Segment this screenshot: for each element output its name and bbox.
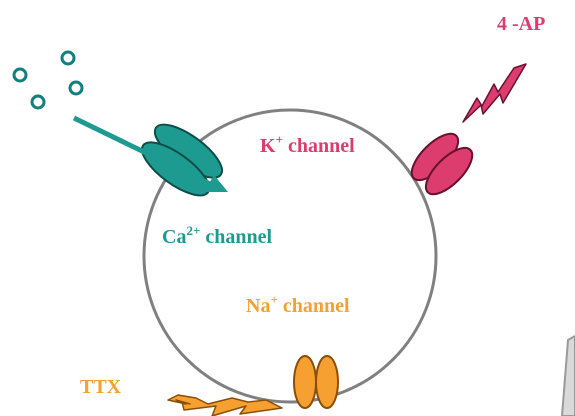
ion-dot (12, 67, 28, 83)
ion-dot (68, 80, 84, 96)
na-channel-rest: channel (278, 295, 350, 317)
calcium-ions (12, 50, 84, 110)
four-ap-text: 4 -AP (497, 13, 545, 35)
ion-dot (60, 50, 76, 66)
k-channel-label: K+ channel (260, 132, 355, 157)
four-ap-lightning-bolt-icon (462, 63, 527, 123)
na-channel-superscript: + (270, 292, 277, 307)
ion-dot (30, 94, 46, 110)
k-channel-superscript: + (276, 132, 283, 147)
sodium-channel (293, 355, 339, 409)
four-ap-label: 4 -AP (497, 13, 545, 35)
k-channel-rest: channel (283, 135, 355, 157)
ttx-label: TTX (80, 376, 122, 398)
ca-channel-base: Ca (162, 226, 186, 248)
ttx-text: TTX (80, 376, 122, 398)
na-channel-base: Na (246, 295, 270, 317)
potassium-channel (410, 132, 474, 196)
k-channel-base: K (260, 135, 276, 157)
ca-channel-label: Ca2+ channel (162, 223, 272, 248)
na-channel-label: Na+ channel (246, 292, 350, 317)
cell-membrane (142, 108, 438, 404)
calcium-influx-arrow (72, 115, 228, 192)
ttx-lightning-bolt-icon (167, 394, 283, 416)
ca-channel-superscript: 2+ (186, 223, 200, 238)
gray-corner-shape (560, 334, 575, 416)
ca-channel-rest: channel (200, 226, 272, 248)
